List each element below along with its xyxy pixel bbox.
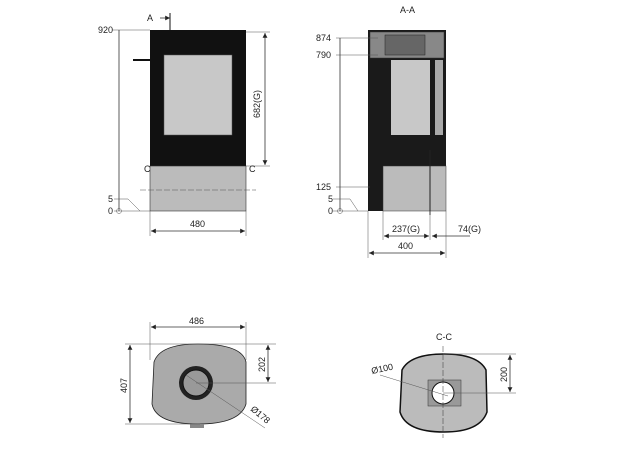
side-level-5: 5 [328,194,333,204]
level-0: 0 [108,206,113,216]
level-5: 5 [108,194,113,204]
dim-400: 400 [398,241,413,251]
dim-874: 874 [316,33,331,43]
section-c-left: C [144,164,151,174]
dim-diameter-178: Ø178 [249,404,272,426]
dim-407: 407 [119,378,129,393]
side-view-title: A-A [400,5,415,15]
dim-486: 486 [189,316,204,326]
dim-74g: 74(G) [458,224,481,234]
dim-200: 200 [499,367,509,382]
dim-480: 480 [190,219,205,229]
dim-682g: 682(G) [252,90,262,118]
front-view: A 920 682(G) C C 5 0 480 [98,13,270,236]
side-level-0: 0 [328,206,333,216]
section-cc-view: C-C 200 Ø100 [370,332,516,438]
dim-diameter-100: Ø100 [370,362,394,376]
section-marker-a: A [147,13,153,23]
glass-door [163,54,233,136]
section-cc-title: C-C [436,332,452,342]
dim-125: 125 [316,182,331,192]
top-view: 486 407 202 Ø178 [119,316,276,429]
dim-920: 920 [98,25,113,35]
side-view: A-A 874 790 125 5 0 237(G) 74(G) 400 [316,5,481,258]
dim-790: 790 [316,50,331,60]
dim-202: 202 [257,357,267,372]
dim-237g: 237(G) [392,224,420,234]
stove-base [149,165,247,212]
side-base [382,165,447,212]
side-glass [391,60,430,135]
section-c-right: C [249,164,256,174]
